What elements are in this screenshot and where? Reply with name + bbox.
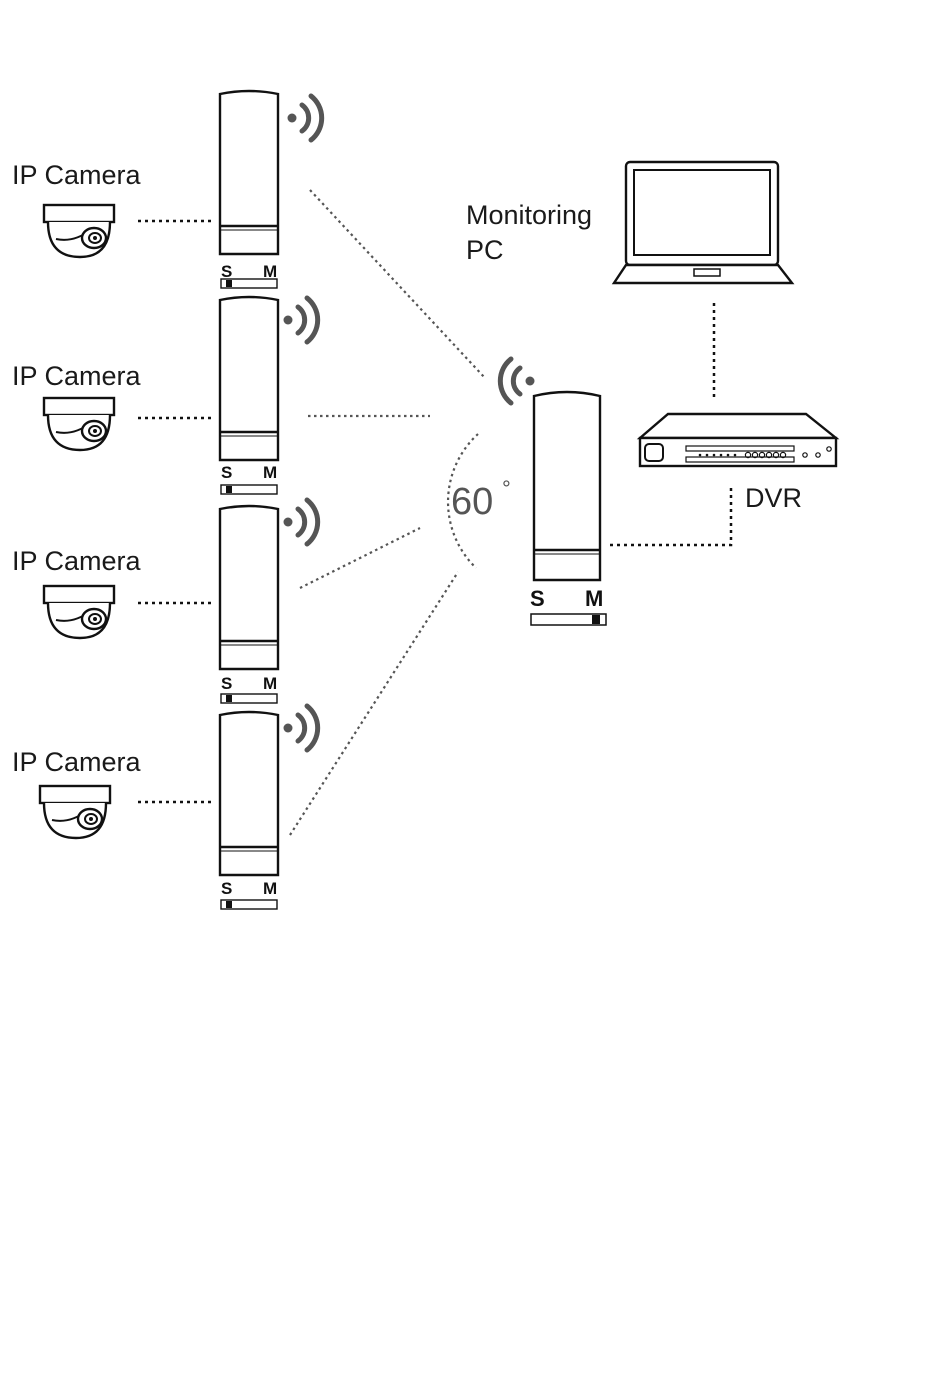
camera-label: IP Camera [12, 160, 142, 190]
camera-row-2: IP Camera S M [12, 297, 318, 494]
wireless-signal-icon [284, 298, 318, 342]
camera-label: IP Camera [12, 747, 142, 777]
master-cpe: S M [500, 359, 606, 625]
camera-label: IP Camera [12, 546, 142, 576]
dome-camera-icon [44, 205, 114, 257]
cpe-antenna-icon [220, 91, 278, 288]
wireless-link [310, 190, 485, 378]
switch-s-label: S [221, 879, 232, 898]
switch-m-label: M [263, 262, 277, 281]
pc-label-line2: PC [466, 235, 504, 265]
wireless-signal-icon [500, 359, 534, 403]
wireless-links: 60 ° [290, 190, 511, 835]
camera-row-4: IP Camera S M [12, 706, 318, 909]
dome-camera-icon [44, 586, 114, 638]
switch-s-label: S [221, 262, 232, 281]
wireless-link [290, 572, 458, 835]
dome-camera-icon [44, 398, 114, 450]
master-dvr-link [610, 487, 731, 545]
switch-s-label: S [221, 674, 232, 693]
switch-s-label: S [221, 463, 232, 482]
wireless-signal-icon [284, 500, 318, 544]
pc-label-line1: Monitoring [466, 200, 592, 230]
dome-camera-icon [40, 786, 110, 838]
dvr-icon [640, 414, 836, 466]
switch-m-label: M [585, 586, 603, 611]
angle-value: 60 [451, 481, 493, 523]
degree-symbol: ° [502, 476, 511, 501]
wireless-link [300, 528, 420, 588]
wireless-signal-icon [284, 706, 318, 750]
laptop-icon [614, 162, 792, 283]
monitoring-pc: Monitoring PC [466, 162, 792, 283]
camera-row-1: IP Camera S M [12, 91, 322, 288]
switch-s-label: S [530, 586, 545, 611]
camera-row-3: IP Camera S M [12, 500, 318, 703]
dvr: DVR [640, 414, 836, 513]
camera-label: IP Camera [12, 361, 142, 391]
switch-m-label: M [263, 463, 277, 482]
switch-m-label: M [263, 674, 277, 693]
cpe-antenna-icon [534, 392, 600, 580]
dvr-label: DVR [745, 483, 802, 513]
wireless-signal-icon [288, 96, 322, 140]
switch-m-label: M [263, 879, 277, 898]
